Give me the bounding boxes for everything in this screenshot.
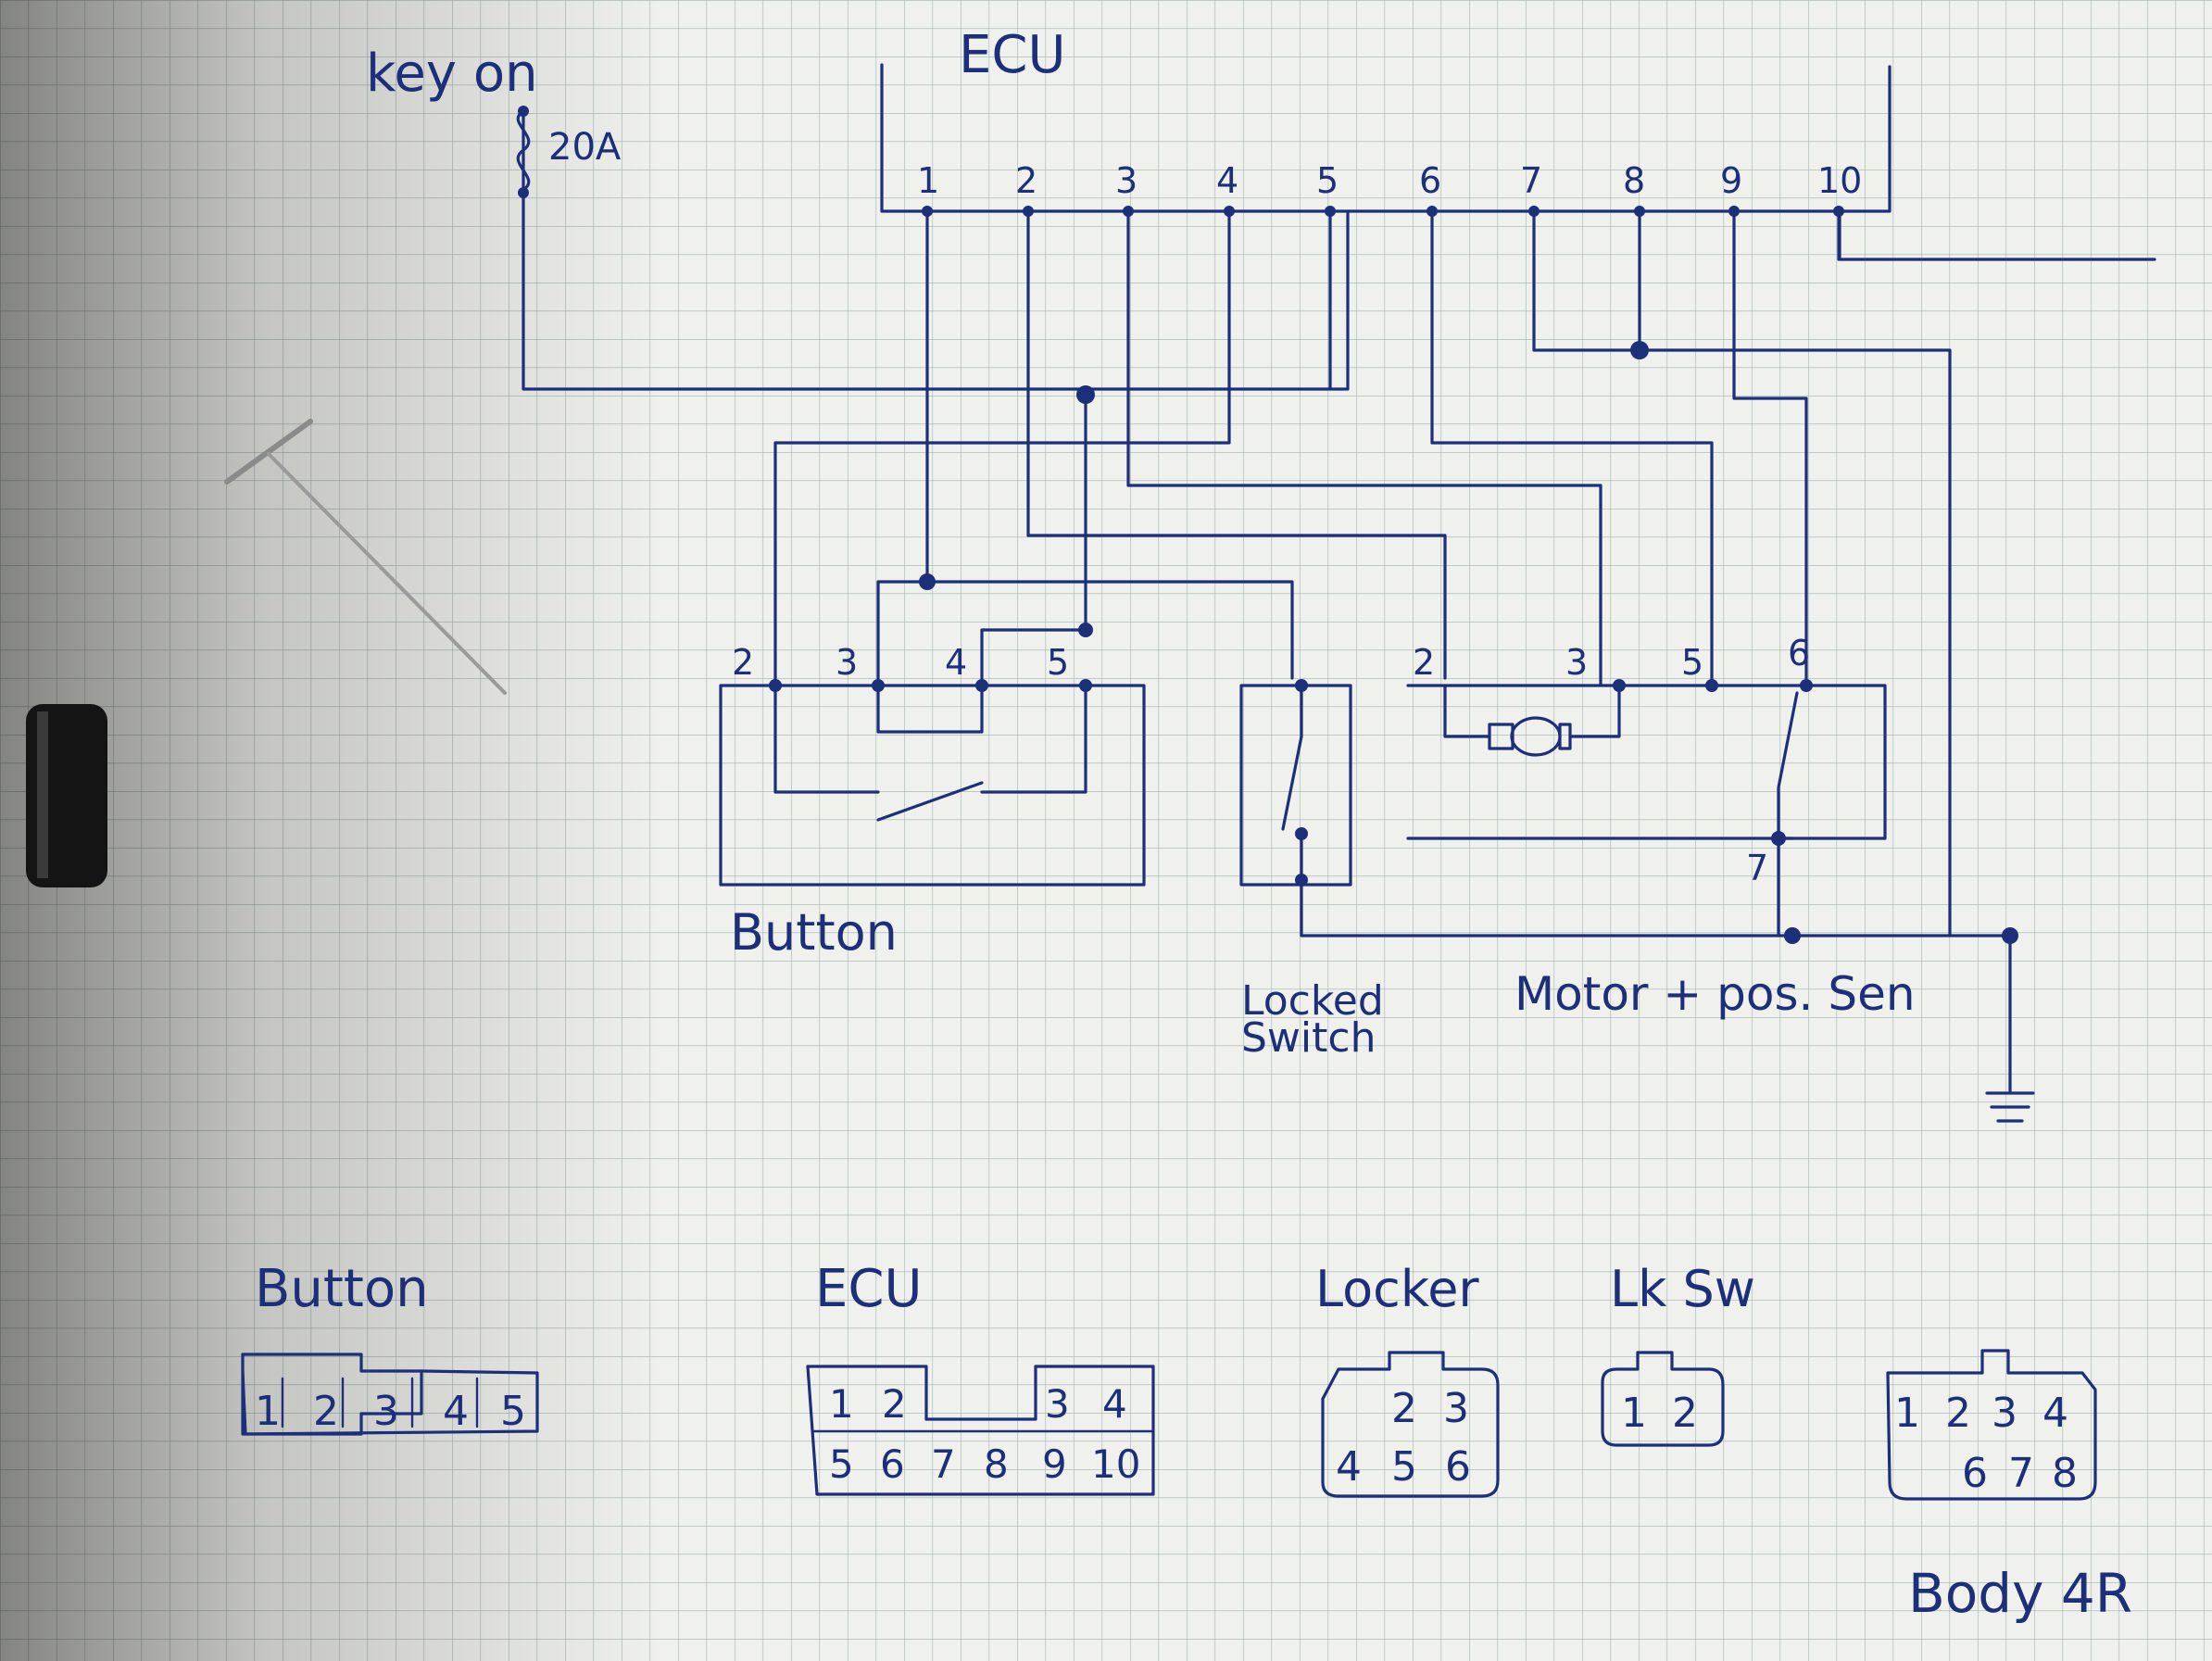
ecu-connector-pin-5: 5 [829, 1441, 854, 1487]
body-4r-connector-pin-7: 7 [2008, 1450, 2034, 1497]
schematic-labels: key on 20A ECU 1 2 3 4 5 6 7 8 9 10 2 3 … [366, 25, 1916, 1062]
ecu-pin-9: 9 [1720, 160, 1742, 201]
body-4r-connector-title: Body 4R [1908, 1562, 2132, 1625]
button-pin-4: 4 [945, 642, 967, 683]
ecu-connector-pin-1: 1 [829, 1381, 854, 1427]
button-connector-pin-4: 4 [443, 1388, 469, 1435]
ecu-connector-pin-10: 10 [1091, 1441, 1140, 1487]
button-pin-3: 3 [836, 642, 858, 683]
ecu-connector-pin-8: 8 [984, 1441, 1009, 1487]
lk-sw-connector-pin-2: 2 [1672, 1390, 1698, 1437]
button-connector-pin-2: 2 [313, 1388, 339, 1435]
ecu-pin-7: 7 [1520, 160, 1542, 201]
ecu-connector-pin-9: 9 [1042, 1441, 1067, 1487]
ecu-title: ECU [959, 25, 1065, 85]
body-4r-connector-pin-8: 8 [2052, 1450, 2078, 1497]
schematic-wires [516, 63, 2156, 1123]
ecu-connector-pin-6: 6 [880, 1441, 905, 1487]
ecu-pin-2: 2 [1015, 160, 1037, 201]
motor-pin-2: 2 [1413, 642, 1435, 683]
lk-sw-connector: Lk Sw 1 2 [1601, 1260, 1755, 1447]
button-pin-5: 5 [1047, 642, 1069, 683]
button-connector-title: Button [255, 1259, 429, 1319]
fuse-label: 20A [548, 126, 622, 169]
locker-connector-pin-5: 5 [1391, 1443, 1417, 1491]
ecu-connector-pin-3: 3 [1045, 1381, 1070, 1427]
ecu-pin-10: 10 [1817, 160, 1862, 201]
power-label: key on [366, 44, 538, 104]
motor-label: Motor + pos. Sen [1514, 967, 1916, 1021]
body-4r-connector-pin-2: 2 [1945, 1390, 1971, 1437]
motor-symbol [1488, 716, 1572, 757]
ecu-pin-1: 1 [917, 160, 939, 201]
motor-pin-3: 3 [1565, 642, 1588, 683]
button-connector-pin-5: 5 [500, 1388, 526, 1435]
locker-connector-title: Locker [1315, 1260, 1479, 1318]
button-connector-pin-1: 1 [255, 1388, 281, 1435]
button-pin-2: 2 [732, 642, 754, 683]
junction-dots [518, 106, 2018, 944]
ecu-connector-pin-2: 2 [882, 1381, 907, 1427]
locker-connector-pin-2: 2 [1391, 1385, 1417, 1432]
ecu-pin-4: 4 [1216, 160, 1238, 201]
ecu-pin-8: 8 [1623, 160, 1645, 201]
locker-connector-pin-4: 4 [1336, 1443, 1362, 1491]
body-4r-connector-pin-4: 4 [2042, 1390, 2068, 1437]
button-label: Button [730, 903, 898, 962]
body-4r-connector: 1 2 3 4 6 7 8 Body 4R [1886, 1349, 2132, 1625]
body-4r-connector-pin-1: 1 [1894, 1390, 1920, 1437]
motor-pin-7: 7 [1746, 848, 1768, 888]
switch-label-line1: Locked [1241, 977, 1384, 1025]
motor-pin-5: 5 [1681, 642, 1703, 683]
locker-connector-pin-3: 3 [1443, 1385, 1469, 1432]
ecu-connector-pin-4: 4 [1102, 1381, 1127, 1427]
ecu-pin-6: 6 [1419, 160, 1441, 201]
body-4r-connector-pin-3: 3 [1992, 1390, 2017, 1437]
ecu-connector: ECU 1 2 3 4 5 6 7 8 9 10 [806, 1259, 1155, 1496]
ecu-connector-title: ECU [815, 1259, 922, 1319]
lk-sw-connector-title: Lk Sw [1610, 1260, 1755, 1318]
lk-sw-connector-pin-1: 1 [1621, 1390, 1647, 1437]
ecu-connector-pin-7: 7 [931, 1441, 956, 1487]
locker-connector-pin-6: 6 [1445, 1443, 1471, 1491]
locker-connector: Locker 2 3 4 5 6 [1315, 1260, 1500, 1498]
ecu-pin-3: 3 [1115, 160, 1137, 201]
t-pin-object [224, 419, 507, 695]
body-4r-connector-pin-6: 6 [1962, 1450, 1988, 1497]
button-connector: Button 1 2 3 4 5 [241, 1259, 539, 1436]
black-tube-object [26, 704, 107, 887]
ecu-pin-5: 5 [1316, 160, 1339, 201]
button-connector-pin-3: 3 [373, 1388, 399, 1435]
motor-pin-6: 6 [1788, 633, 1810, 673]
switch-label-line2: Switch [1241, 1014, 1376, 1062]
